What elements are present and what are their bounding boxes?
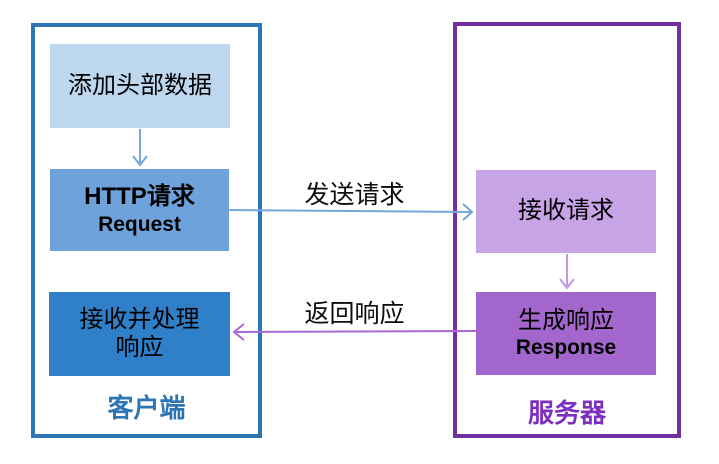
receive-process-response-label-line1: 接收并处理 [79, 306, 200, 334]
receive-request-box: 接收请求 [476, 170, 656, 253]
send-request-label: 发送请求 [304, 181, 405, 209]
server-container: 接收请求 生成响应 Response 服务器 [453, 22, 681, 438]
client-container: 添加头部数据 HTTP请求 Request 接收并处理 响应 客户端 [31, 23, 262, 438]
receive-process-response-box: 接收并处理 响应 [49, 292, 230, 376]
generate-response-label-en: Response [515, 336, 617, 360]
receive-request-label: 接收请求 [518, 197, 614, 225]
http-request-label-en: Request [98, 212, 181, 236]
generate-response-box: 生成响应 Response [476, 292, 656, 375]
generate-response-label-zh: 生成响应 [518, 306, 614, 334]
http-request-label-zh: HTTP请求 [84, 183, 195, 210]
add-header-data-box: 添加头部数据 [50, 44, 230, 128]
server-label: 服务器 [527, 398, 606, 428]
client-label: 客户端 [107, 393, 186, 423]
http-request-box: HTTP请求 Request [50, 169, 229, 251]
return-response-label: 返回响应 [304, 300, 405, 328]
receive-process-response-label-line2: 响应 [115, 334, 164, 361]
add-header-data-label: 添加头部数据 [68, 71, 212, 99]
